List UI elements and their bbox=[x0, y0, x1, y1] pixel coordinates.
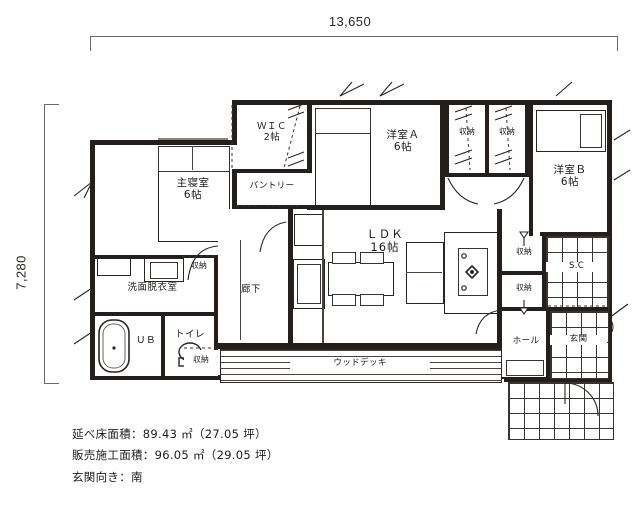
wall-toilet-right bbox=[214, 255, 218, 380]
wall-western-a-right bbox=[440, 100, 445, 210]
bed-headboard-master bbox=[158, 146, 230, 172]
wall-western-b-left bbox=[529, 100, 533, 236]
wall-left-exterior bbox=[90, 140, 95, 380]
wall-closet-a-right bbox=[525, 105, 529, 177]
corridor-edge-line bbox=[240, 240, 241, 340]
wall-closet-a-left bbox=[445, 105, 449, 177]
sofa-seat-split bbox=[406, 272, 442, 273]
tv-screen bbox=[458, 248, 488, 296]
room-closet-corridor bbox=[184, 350, 218, 376]
room-closet-washroom bbox=[184, 258, 214, 280]
wall-bottom-deck bbox=[216, 343, 506, 349]
wall-closet-hall-divider bbox=[502, 271, 546, 275]
wall-top-upper bbox=[232, 100, 612, 105]
wall-bath-top bbox=[95, 312, 214, 316]
wall-bottom-left bbox=[90, 375, 220, 380]
wall-western-a-bottom bbox=[307, 205, 445, 210]
kitchen-sink-basin bbox=[297, 264, 321, 304]
porch bbox=[508, 382, 614, 440]
wall-right-mid bbox=[540, 232, 612, 236]
note-entrance-direction: 玄関向き：南 bbox=[72, 469, 143, 484]
wall-hall-entrance-divider bbox=[546, 308, 550, 378]
wall-sc-bottom bbox=[546, 307, 608, 311]
sofa bbox=[406, 242, 444, 304]
hall-step bbox=[506, 360, 544, 376]
wall-closet-a-divider bbox=[485, 105, 489, 177]
room-corridor bbox=[218, 209, 284, 343]
wall-right-exterior-lower bbox=[607, 232, 612, 382]
wall-pantry-left bbox=[232, 169, 237, 209]
window-master-bedroom bbox=[158, 138, 228, 140]
note-sales-area: 販売施工面積：96.05 ㎡（29.05 坪） bbox=[72, 448, 279, 463]
wall-step-left bbox=[232, 100, 237, 145]
width-dimension-line bbox=[90, 36, 618, 51]
vanity-basin bbox=[150, 262, 178, 279]
pillow-western-b bbox=[580, 114, 602, 148]
overall-width-dimension: 13,650 bbox=[328, 14, 372, 29]
bed-pillow-divider bbox=[192, 146, 193, 170]
dining-chair-4 bbox=[360, 294, 384, 306]
dining-chair-1 bbox=[332, 252, 356, 264]
wall-right-exterior-upper bbox=[607, 100, 612, 232]
wall-pantry-bottom bbox=[232, 205, 312, 209]
wall-ldk-right bbox=[497, 209, 502, 344]
wall-closet-a-bottom bbox=[445, 173, 529, 177]
room-entrance bbox=[550, 311, 609, 379]
dining-chair-2 bbox=[360, 252, 384, 264]
wall-closet-hall-right bbox=[542, 236, 546, 311]
wall-wic-bottom bbox=[232, 169, 312, 173]
kitchen-counter-edge bbox=[322, 210, 324, 343]
wall-bottom-right bbox=[504, 377, 612, 382]
wall-top-left bbox=[90, 140, 236, 145]
wall-washroom-top bbox=[95, 255, 214, 259]
bed-headboard-western-a bbox=[315, 108, 371, 134]
height-dimension-line bbox=[44, 104, 59, 384]
dining-chair-3 bbox=[332, 294, 356, 306]
washing-machine bbox=[97, 258, 131, 276]
note-floor-area: 延べ床面積：89.43 ㎡（27.05 坪） bbox=[72, 427, 267, 441]
plan-notes: 延べ床面積：89.43 ㎡（27.05 坪） 販売施工面積：96.05 ㎡（29… bbox=[72, 424, 492, 488]
room-shoe-closet bbox=[546, 236, 609, 310]
wall-kitchen-left bbox=[288, 209, 293, 344]
wall-wic-right bbox=[307, 100, 312, 173]
room-pantry bbox=[237, 173, 307, 205]
wall-bath-right bbox=[161, 312, 165, 380]
